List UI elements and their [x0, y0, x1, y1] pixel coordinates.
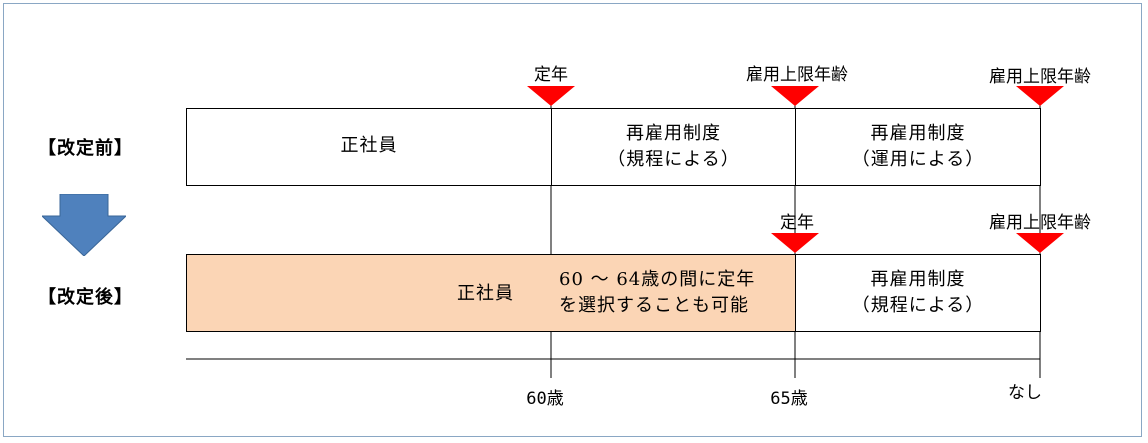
down-arrow-icon — [42, 194, 126, 256]
marker-label-before-limit2: 雇用上限年齢 — [989, 67, 1091, 87]
marker-before-limit2 — [1016, 86, 1064, 106]
after-seg-rehire-rule-line2: （規程による） — [851, 295, 985, 316]
axis-tick-none: なし — [1008, 383, 1042, 403]
row-label-before: 【改定前】 — [38, 138, 133, 159]
diagram-frame — [3, 3, 1142, 437]
axis-tick-65: 65歳 — [770, 389, 808, 409]
axis-tick-60: 60歳 — [526, 389, 564, 409]
after-seg-rehire-rule-line1: 再雇用制度 — [870, 269, 966, 290]
before-seg-rehire-rule: 再雇用制度 （規程による） — [551, 108, 796, 186]
before-seg-rehire-practice: 再雇用制度 （運用による） — [795, 108, 1041, 186]
marker-before-retire — [527, 86, 575, 106]
marker-after-retire — [771, 233, 819, 253]
after-seg-regular: 正社員 60 ～ 64歳の間に定年 を選択することも可能 — [186, 254, 796, 332]
marker-label-after-retire: 定年 — [780, 213, 814, 233]
row-label-after: 【改定後】 — [38, 287, 133, 308]
marker-label-before-retire: 定年 — [534, 65, 568, 85]
before-seg-regular-text: 正社員 — [340, 135, 398, 156]
marker-after-limit — [1016, 233, 1064, 253]
after-seg-rehire-rule: 再雇用制度 （規程による） — [795, 254, 1041, 332]
before-seg-rehire-practice-line2: （運用による） — [851, 149, 985, 170]
marker-label-after-limit: 雇用上限年齢 — [989, 213, 1091, 233]
before-seg-rehire-practice-line1: 再雇用制度 — [870, 123, 966, 144]
before-seg-regular: 正社員 — [186, 108, 552, 186]
before-seg-rehire-rule-line2: （規程による） — [607, 149, 740, 170]
before-seg-rehire-rule-line1: 再雇用制度 — [626, 123, 721, 144]
after-note-line2: を選択することも可能 — [559, 295, 749, 316]
after-note-line1: 60 ～ 64歳の間に定年 — [559, 269, 756, 290]
after-seg-regular-text: 正社員 — [457, 283, 514, 304]
marker-label-before-limit1: 雇用上限年齢 — [746, 65, 848, 85]
marker-before-limit1 — [771, 86, 819, 106]
